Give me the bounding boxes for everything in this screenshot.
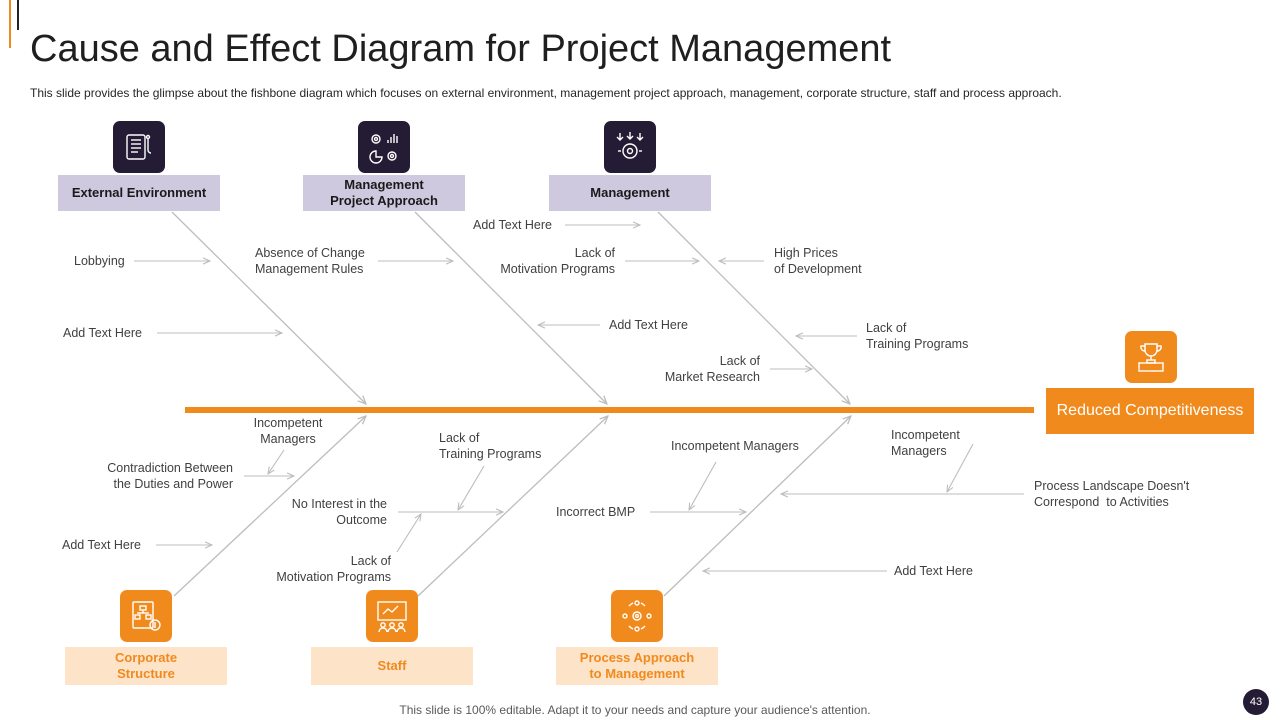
page-subtitle: This slide provides the glimpse about th… [30,86,1062,100]
category-staff: Staff [311,647,473,685]
accent-bar-dark [17,0,19,30]
arrow-incompetent-corp [268,449,285,474]
bone-external-environment [171,211,366,404]
bone-management-project-approach [414,211,607,404]
category-management: Management [549,175,711,211]
effect-box: Reduced Competitiveness [1046,388,1254,434]
trophy-icon [1125,331,1177,383]
cause-incompetent-process2: Incompetent Managers [891,428,960,458]
cause-lack-training-top: Lack of Training Programs [866,321,969,351]
cause-corp-add-text: Add Text Here [62,538,141,552]
cause-mgmt-add-text: Add Text Here [473,218,552,232]
arrow-incompetent-process1 [689,461,717,510]
cause-process-landscape: Process Landscape Doesn't Correspond to … [1034,479,1190,509]
category-corporate-structure: Corporate Structure [65,647,227,685]
cause-ext-add-text: Add Text Here [63,326,142,340]
arrow-lack-training-staff [458,465,485,510]
cause-lack-training-staff: Lack of Training Programs [439,431,542,461]
bone-process-approach [663,416,851,597]
cause-lack-motivation-staff: Lack of Motivation Programs [276,554,391,584]
gears-chart-icon [358,121,410,173]
cause-incompetent-process1: Incompetent Managers [671,439,799,453]
document-device-icon [113,121,165,173]
page-number: 43 [1243,689,1269,715]
arrow-lack-motivation-staff [396,514,421,553]
cause-lack-market: Lack of Market Research [664,354,760,384]
cause-incorrect-bmp: Incorrect BMP [556,505,636,519]
category-process-approach: Process Approach to Management [556,647,718,685]
presentation-team-icon [366,590,418,642]
bone-staff [417,416,608,597]
cause-process-add-text: Add Text Here [894,564,973,578]
cause-mpa-add-text: Add Text Here [609,318,688,332]
cause-lack-motivation-top: Lack of Motivation Programs [500,246,615,276]
bone-corporate-structure [173,416,366,597]
org-chart-dollar-icon [120,590,172,642]
cause-absence-change: Absence of Change Management Rules [255,246,365,276]
page-title: Cause and Effect Diagram for Project Man… [30,28,892,70]
category-external-environment: External Environment [58,175,220,211]
bone-management [657,211,850,404]
category-management-project-approach: Management Project Approach [303,175,465,211]
people-cycle-icon [611,590,663,642]
cause-high-prices: High Prices of Development [774,246,862,276]
footer-text: This slide is 100% editable. Adapt it to… [399,703,871,717]
gear-arrows-icon [604,121,656,173]
arrow-incompetent-process2 [947,443,974,492]
cause-incompetent-corp: Incompetent Managers [253,416,323,446]
cause-lobbying: Lobbying [74,254,125,268]
cause-no-interest: No Interest in the Outcome [291,497,387,527]
cause-contradiction: Contradiction Between the Duties and Pow… [107,461,233,491]
accent-bar [9,0,11,48]
